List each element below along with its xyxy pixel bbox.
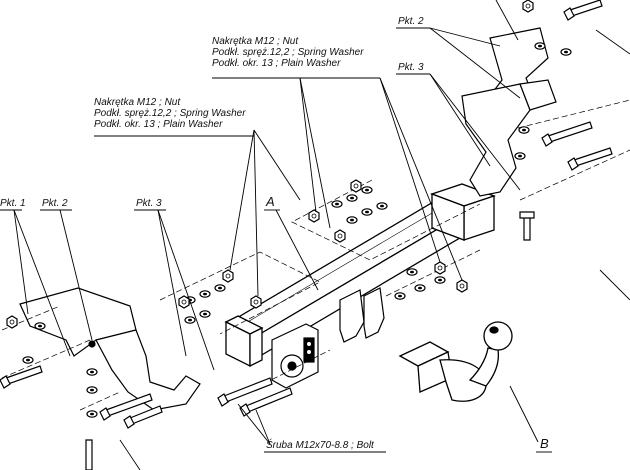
center-bracket bbox=[271, 323, 319, 389]
spring-washer-line: Podkł. spręż.12,2 ; Spring Washer bbox=[212, 47, 364, 58]
pkt3-left-label: Pkt. 3 bbox=[136, 198, 162, 209]
middle-plates bbox=[339, 287, 385, 343]
plain-washer-line: Podkł. okr. 13 ; Plain Washer bbox=[94, 119, 223, 130]
part-a-label: A bbox=[266, 194, 275, 209]
spring-washer-line: Podkł. spręż.12,2 ; Spring Washer bbox=[94, 108, 246, 119]
bolt-label: Śruba M12x70-8.8 ; Bolt bbox=[266, 440, 374, 451]
tow-ball-part-b bbox=[398, 321, 513, 402]
right-tube-end bbox=[430, 183, 496, 241]
plain-washer-line: Podkł. okr. 13 ; Plain Washer bbox=[212, 58, 341, 69]
nut-line: Nakrętka M12 ; Nut bbox=[94, 97, 181, 108]
left-tube-end bbox=[224, 315, 264, 368]
bolts bbox=[0, 0, 613, 470]
left-side-bracket bbox=[19, 287, 201, 411]
dashed-assembly-lines bbox=[1, 99, 630, 411]
callout-underlines bbox=[0, 27, 552, 453]
pkt3-top-label: Pkt. 3 bbox=[398, 62, 424, 73]
nut-group-left-label: Nakrętka M12 ; Nut Podkł. spręż.12,2 ; S… bbox=[94, 97, 246, 130]
leader-lines bbox=[13, 0, 630, 470]
part-b-label: B bbox=[540, 436, 549, 451]
pkt1-left-label: Pkt. 1 bbox=[0, 198, 26, 209]
nut-group-top-label: Nakrętka M12 ; Nut Podkł. spręż.12,2 ; S… bbox=[212, 36, 364, 69]
pkt2-left-label: Pkt. 2 bbox=[42, 198, 68, 209]
nut-line: Nakrętka M12 ; Nut bbox=[212, 36, 299, 47]
pkt2-top-label: Pkt. 2 bbox=[398, 16, 424, 27]
right-upper-bracket bbox=[461, 27, 557, 197]
